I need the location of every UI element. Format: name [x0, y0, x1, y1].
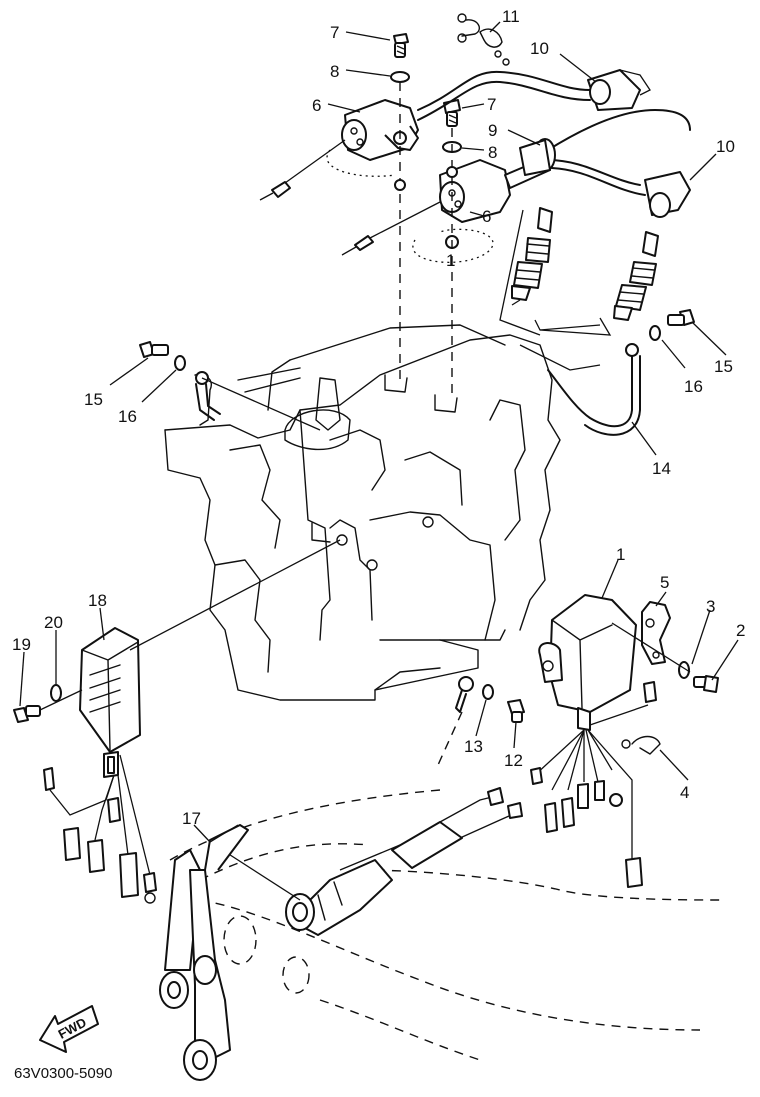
callout-6-upper: 6 — [312, 96, 321, 115]
rectifier-18 — [43, 627, 157, 904]
callout-1-upper: 1 — [446, 251, 455, 270]
fwd-arrow-icon: FWD — [39, 1005, 99, 1053]
washer-16-right — [649, 325, 661, 341]
callout-2: 2 — [736, 621, 745, 640]
grommet-upper — [394, 179, 406, 191]
callout-10-upper: 10 — [530, 39, 549, 58]
bolt-7-upper — [393, 33, 409, 58]
washer-20 — [50, 684, 62, 702]
callout-9: 9 — [488, 121, 497, 140]
callout-5: 5 — [660, 573, 669, 592]
callout-15-right: 15 — [714, 357, 733, 376]
callout-16-left: 16 — [118, 407, 137, 426]
grommet-lower — [446, 166, 458, 178]
spark-plug-left — [511, 207, 553, 306]
bolt-15-right — [667, 309, 695, 326]
callout-15-left: 15 — [84, 390, 103, 409]
plug-cap-10-lower — [644, 171, 691, 218]
callout-labels: 7 8 6 7 9 8 11 10 10 6 1 15 16 15 16 14 … — [12, 7, 745, 828]
callout-10-lower: 10 — [716, 137, 735, 156]
bolt-15-left — [139, 341, 169, 358]
washer-8-upper — [390, 71, 410, 83]
bracket-5 — [641, 601, 671, 665]
callout-4: 4 — [680, 783, 689, 802]
ground-lead-right — [519, 343, 641, 436]
spark-plug-right — [613, 231, 659, 321]
callout-6-lower: 6 — [482, 207, 491, 226]
bottom-cowling — [169, 789, 721, 1061]
callout-7-lower: 7 — [487, 95, 496, 114]
callout-18: 18 — [88, 591, 107, 610]
clip-4 — [621, 735, 661, 755]
callout-8-upper: 8 — [330, 62, 339, 81]
ground-lead-left — [195, 371, 321, 431]
callout-1-lower: 1 — [616, 545, 625, 564]
callout-16-right: 16 — [684, 377, 703, 396]
leader-lines — [19, 21, 739, 843]
centerline-ground — [437, 711, 463, 766]
cable-grommet-17 — [209, 787, 523, 936]
callout-19: 19 — [12, 635, 31, 654]
callout-3: 3 — [706, 597, 715, 616]
bolt-19 — [13, 705, 41, 723]
plug-cap-10-upper — [587, 69, 651, 111]
grommet-9 — [519, 138, 556, 176]
bracket-arm — [159, 824, 249, 1081]
callout-12: 12 — [504, 751, 523, 770]
callout-17: 17 — [182, 809, 201, 828]
callout-8-lower: 8 — [488, 143, 497, 162]
screw-12 — [507, 699, 525, 723]
spark-plug-wires — [417, 70, 691, 196]
callout-20: 20 — [44, 613, 63, 632]
washer-16-left — [174, 355, 186, 371]
bolt-2 — [693, 675, 719, 693]
clip-11 — [457, 13, 510, 66]
callout-13: 13 — [464, 737, 483, 756]
ground-terminal-13 — [455, 676, 494, 713]
callout-14: 14 — [652, 459, 671, 478]
callout-11: 11 — [502, 7, 520, 26]
callout-7-upper: 7 — [330, 23, 339, 42]
ignition-coil-lower — [341, 157, 551, 263]
diagram-code: 63V0300-5090 — [14, 1065, 112, 1082]
engine-block — [164, 324, 561, 701]
